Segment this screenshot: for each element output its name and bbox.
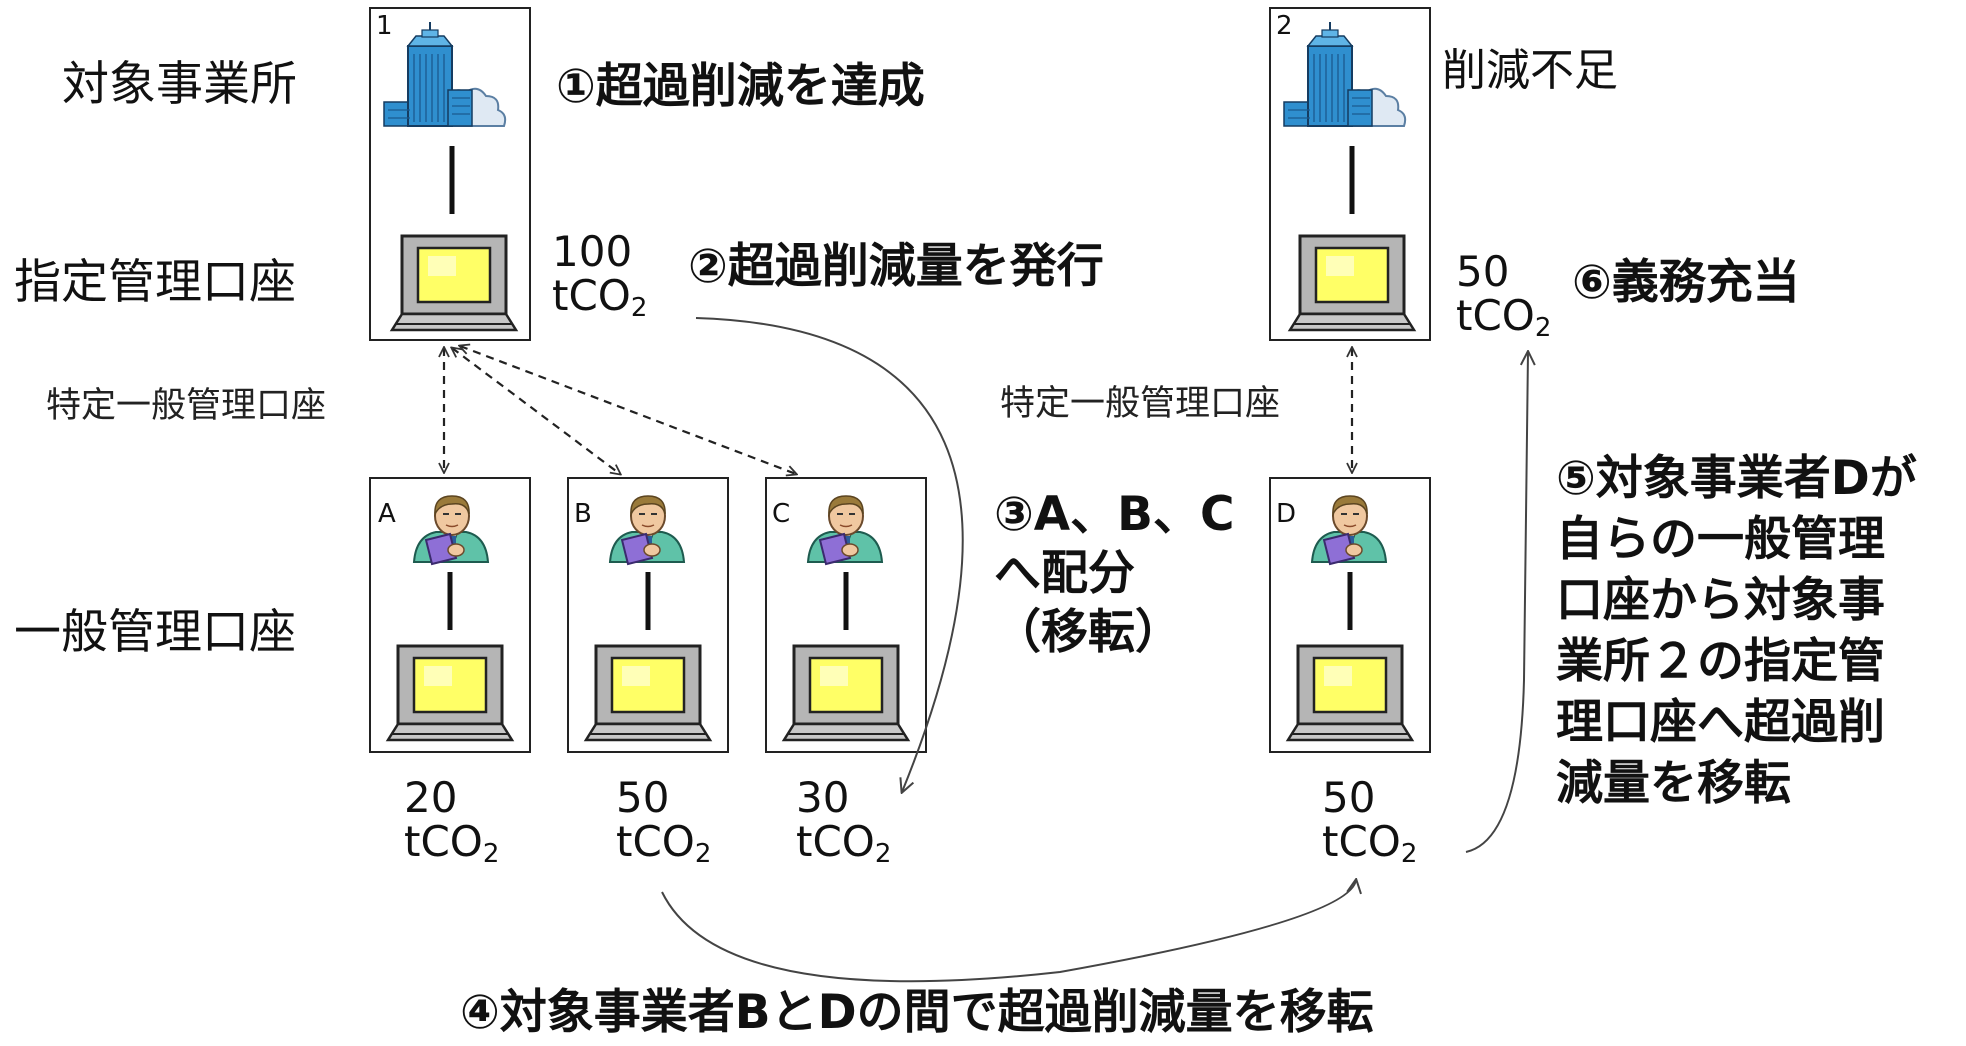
step-3-line: （移転） bbox=[994, 604, 1182, 660]
amount-value: 50 bbox=[616, 773, 670, 822]
step-2-label: ②超過削減量を発行 bbox=[688, 239, 1104, 294]
step-5-line: 口座から対象事 bbox=[1556, 573, 1885, 629]
specific-general-account-label-right: 特定一般管理口座 bbox=[1000, 384, 1281, 424]
general-account-box-d bbox=[1269, 477, 1431, 753]
amount-value: 30 bbox=[796, 773, 850, 822]
amount-value: 20 bbox=[404, 773, 458, 822]
step-5-line: ⑤対象事業者Dが bbox=[1556, 451, 1917, 506]
facility-1-id: 1 bbox=[376, 11, 393, 41]
facility-2-amount: 50 tCO2 bbox=[1456, 247, 1552, 344]
amount-value: 50 bbox=[1456, 247, 1510, 296]
amount-value: 100 bbox=[552, 227, 633, 276]
computer-monitor-icon bbox=[1286, 644, 1414, 742]
general-account-id-c: C bbox=[772, 499, 791, 529]
step-6-label: ⑥義務充当 bbox=[1572, 255, 1800, 310]
step-3-line: へ配分 bbox=[994, 545, 1135, 601]
general-account-amount-c: 30 tCO2 bbox=[796, 773, 892, 870]
computer-monitor-icon bbox=[386, 644, 514, 742]
row-label-facility: 対象事業所 bbox=[62, 57, 297, 112]
amount-unit: tCO bbox=[552, 271, 631, 321]
dashed-link-b bbox=[452, 348, 620, 474]
amount-unit-subscript: 2 bbox=[874, 839, 892, 870]
step-5-line: 自らの一般管理 bbox=[1556, 512, 1885, 568]
step-4-label: ④対象事業者BとDの間で超過削減量を移転 bbox=[460, 985, 1374, 1040]
row-label-general-account: 一般管理口座 bbox=[14, 605, 296, 660]
computer-monitor-icon bbox=[782, 644, 910, 742]
general-account-id-a: A bbox=[378, 499, 396, 529]
dashed-link-c bbox=[460, 346, 796, 474]
step-3-line: ③A、B、C bbox=[994, 487, 1235, 542]
step-5-line: 理口座へ超過削 bbox=[1556, 695, 1885, 751]
step-3-label: ③A、B、C へ配分 （移転） bbox=[994, 486, 1235, 662]
general-account-box-a bbox=[369, 477, 531, 753]
amount-unit-subscript: 2 bbox=[694, 839, 712, 870]
row-label-designated-account: 指定管理口座 bbox=[14, 255, 296, 310]
amount-unit: tCO bbox=[1456, 291, 1535, 341]
general-account-amount-b: 50 tCO2 bbox=[616, 773, 712, 870]
facility-1-box bbox=[369, 7, 531, 341]
amount-unit-subscript: 2 bbox=[1534, 313, 1552, 344]
facility-2-box bbox=[1269, 7, 1431, 341]
general-account-box-c bbox=[765, 477, 927, 753]
amount-unit-subscript: 2 bbox=[1400, 839, 1418, 870]
amount-unit-subscript: 2 bbox=[630, 293, 648, 324]
amount-unit: tCO bbox=[616, 817, 695, 867]
step-5-label: ⑤対象事業者Dが 自らの一般管理 口座から対象事 業所２の指定管 理口座へ超過削… bbox=[1556, 448, 1917, 815]
general-account-id-d: D bbox=[1276, 499, 1297, 529]
general-account-box-b bbox=[567, 477, 729, 753]
computer-monitor-icon bbox=[1288, 234, 1416, 332]
general-account-amount-d: 50 tCO2 bbox=[1322, 773, 1418, 870]
specific-general-account-label-left: 特定一般管理口座 bbox=[46, 386, 327, 426]
computer-monitor-icon bbox=[390, 234, 518, 332]
facility-1-amount: 100 tCO2 bbox=[552, 227, 648, 324]
amount-unit: tCO bbox=[796, 817, 875, 867]
transfer-d-to-facility-2-arrow bbox=[1465, 352, 1528, 853]
facility-2-id: 2 bbox=[1276, 11, 1293, 41]
amount-unit-subscript: 2 bbox=[482, 839, 500, 870]
step-1-label: ①超過削減を達成 bbox=[556, 59, 925, 114]
general-account-amount-a: 20 tCO2 bbox=[404, 773, 500, 870]
general-account-id-b: B bbox=[574, 499, 592, 529]
distribution-arrow bbox=[695, 317, 964, 792]
transfer-b-to-d-arrow bbox=[661, 880, 1356, 983]
computer-monitor-icon bbox=[584, 644, 712, 742]
step-5-line: 業所２の指定管 bbox=[1556, 634, 1885, 690]
amount-value: 50 bbox=[1322, 773, 1376, 822]
facility-2-status: 削減不足 bbox=[1442, 45, 1618, 96]
amount-unit: tCO bbox=[404, 817, 483, 867]
step-5-line: 減量を移転 bbox=[1556, 756, 1791, 812]
amount-unit: tCO bbox=[1322, 817, 1401, 867]
